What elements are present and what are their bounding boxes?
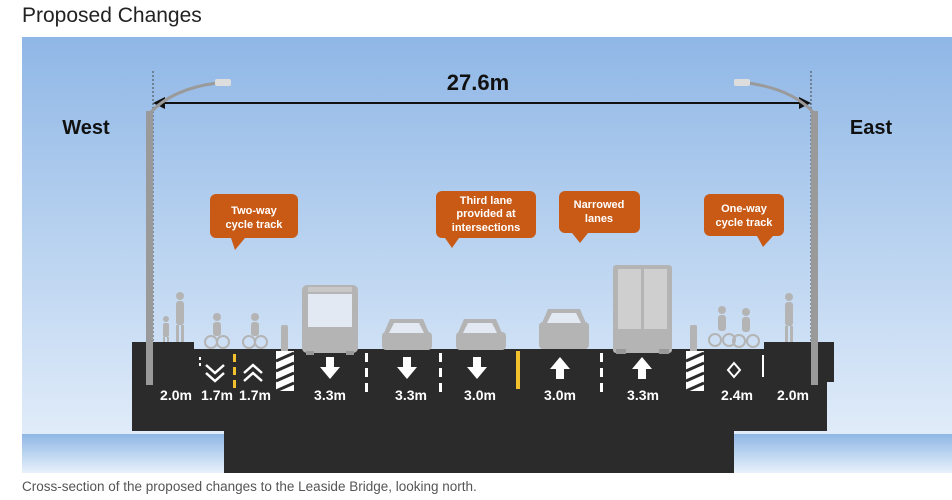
street-light-left [146, 79, 231, 385]
arrow-down-icon [320, 357, 487, 379]
width-label: 3.0m [544, 387, 576, 403]
width-label: 1.7m [239, 387, 271, 403]
callout-narrowed-lanes: Narrowed lanes [559, 191, 640, 243]
east-label: East [850, 117, 893, 139]
width-label: 3.3m [395, 387, 427, 403]
width-label: 3.0m [464, 387, 496, 403]
width-label: 3.3m [627, 387, 659, 403]
bridge-cross-section: 27.6m West East Two-way cycle track Thir… [22, 37, 952, 473]
callout-line: cycle track [716, 217, 774, 229]
bollard-silhouettes [281, 325, 697, 353]
cyclist-west-2 [242, 313, 268, 349]
width-labels: 2.0m 1.7m 1.7m 3.3m 3.3m 3.0m 3.0m 3.3m … [160, 387, 809, 403]
cyclist-east-2 [732, 308, 760, 348]
callout-one-way-cycle-track: One-way cycle track [704, 194, 784, 247]
callout-line: lanes [585, 213, 613, 225]
cyclist-east-1 [708, 306, 736, 347]
cycle-centre-line [233, 354, 236, 388]
lane-dividers [365, 353, 603, 392]
pier-gap-left [22, 434, 224, 473]
bus-silhouette [302, 285, 358, 355]
bridge-deck [132, 342, 834, 434]
callout-line: One-way [721, 203, 768, 215]
width-label: 1.7m [201, 387, 233, 403]
width-label: 2.0m [777, 387, 809, 403]
pedestrian-silhouettes [163, 292, 793, 342]
callout-line: Two-way [231, 205, 278, 217]
callout-two-way-cycle-track: Two-way cycle track [210, 194, 298, 250]
centre-line [516, 351, 520, 389]
page-title: Proposed Changes [22, 4, 202, 27]
bridge-pier [224, 431, 734, 473]
callout-line: Narrowed [574, 199, 625, 211]
callout-line: intersections [452, 222, 520, 234]
truck-silhouette [613, 265, 672, 354]
diamond-icon [726, 361, 742, 379]
barrier-hatch-east [685, 351, 705, 393]
car-silhouette-3 [539, 309, 589, 349]
cyclist-silhouettes [204, 306, 760, 349]
cycle-buffer-east [762, 355, 764, 377]
cyclist-west-1 [204, 313, 230, 349]
west-label: West [62, 117, 110, 139]
barrier-hatch-west [275, 351, 295, 393]
width-label: 2.0m [160, 387, 192, 403]
width-label: 3.3m [314, 387, 346, 403]
callout-third-lane: Third lane provided at intersections [436, 191, 536, 248]
car-silhouette-2 [456, 319, 506, 350]
total-width-label: 27.6m [447, 70, 509, 95]
cross-section-svg: 27.6m West East Two-way cycle track Thir… [22, 37, 952, 473]
width-label: 2.4m [721, 387, 753, 403]
callout-line: provided at [456, 208, 516, 220]
callout-line: cycle track [226, 219, 284, 231]
chevron-up-icon [243, 363, 263, 382]
street-light-right [734, 79, 818, 385]
lane-markings [199, 351, 764, 393]
chevron-down-icon [205, 364, 225, 383]
callout-line: Third lane [460, 195, 513, 207]
image-caption: Cross-section of the proposed changes to… [22, 479, 477, 494]
arrow-up-icon [550, 357, 652, 379]
car-silhouette-1 [382, 319, 432, 350]
pier-gap-right [734, 434, 952, 473]
